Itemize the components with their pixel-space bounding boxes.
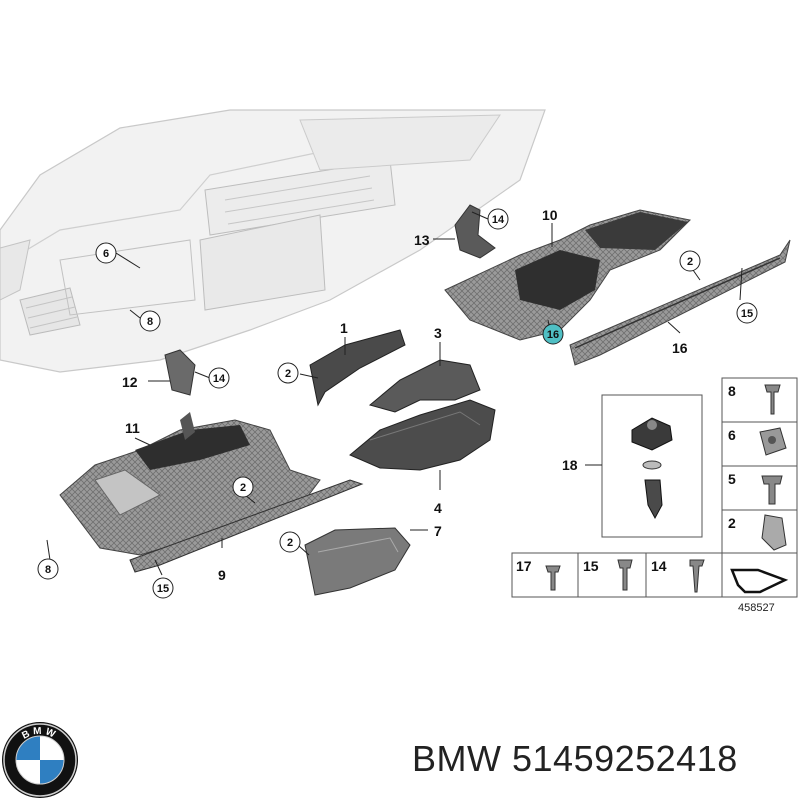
logo-text: BMW (20, 726, 56, 742)
part-label-1: 1 (340, 320, 348, 336)
circle-label-14-left: 14 (213, 373, 226, 385)
circle-label-14-top: 14 (492, 214, 505, 226)
part-number: 51459252418 (512, 738, 738, 779)
brand-caption: BMW 51459252418 (412, 738, 738, 780)
part-11-lower-panel (59, 412, 321, 556)
circle-label-2-strip: 2 (687, 256, 693, 268)
legend-label-14: 14 (651, 558, 667, 574)
part-10-panel (444, 209, 692, 341)
fastener-legend (721, 377, 798, 555)
part-label-9: 9 (218, 567, 226, 583)
circle-label-6: 6 (103, 248, 109, 260)
part-label-13: 13 (414, 232, 430, 248)
circle-label-15-right: 15 (741, 308, 753, 320)
legend-label-17: 17 (516, 558, 532, 574)
circle-label-8-top: 8 (147, 316, 153, 328)
circle-label-2-glovebox: 2 (287, 537, 293, 549)
part-label-16: 16 (672, 340, 688, 356)
brand-name: BMW (412, 738, 502, 779)
part-3-4-column-cover (349, 359, 496, 471)
screw-legend (511, 552, 798, 598)
circled-labels: 6 8 2 14 14 2 15 16 2 2 8 15 (37, 208, 758, 599)
part-label-7: 7 (434, 523, 442, 539)
dashboard-illustration (0, 109, 546, 373)
part-label-3: 3 (434, 325, 442, 341)
part-label-12: 12 (122, 374, 138, 390)
svg-text:BMW: BMW (20, 726, 59, 742)
part-label-18: 18 (562, 457, 578, 473)
reference-number: 458527 (738, 602, 775, 614)
legend-label-15: 15 (583, 558, 599, 574)
circle-label-2-duct: 2 (285, 368, 291, 380)
part-9-trim-strip (129, 479, 364, 573)
part-label-10: 10 (542, 207, 558, 223)
part-label-4: 4 (434, 500, 442, 516)
highlight-circle (542, 323, 564, 345)
legend-label-2: 2 (728, 515, 736, 531)
part-7-glovebox (304, 527, 411, 596)
legend-label-8: 8 (728, 383, 736, 399)
circle-label-2-panel: 2 (240, 482, 246, 494)
part-label-11: 11 (125, 420, 140, 436)
assembly-box-18 (601, 394, 703, 538)
bmw-logo: BMW (2, 722, 78, 798)
part-16-trim-strip (569, 239, 791, 366)
part-12-bracket (164, 349, 196, 396)
part-1-duct (309, 329, 406, 407)
circle-label-15-bottom: 15 (157, 583, 169, 595)
part-labels: 1 3 4 7 9 10 11 12 13 16 18 (122, 207, 688, 583)
leader-lines (46, 211, 743, 576)
legend-label-6: 6 (728, 427, 736, 443)
legend-label-5: 5 (728, 471, 736, 487)
legend-labels: 8 6 5 2 17 15 14 458527 (516, 383, 775, 614)
circle-label-16-highlight: 16 (547, 329, 559, 341)
circle-label-8-bottom: 8 (45, 564, 51, 576)
part-13-bracket (454, 204, 496, 259)
